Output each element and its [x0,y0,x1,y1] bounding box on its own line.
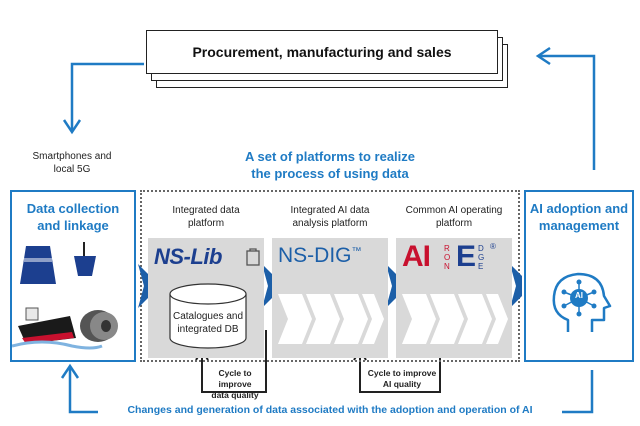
coil-icon [80,310,118,342]
ns-dig-trademark: ™ [351,246,362,257]
cycle-2-label: Cycle to improve AI quality [366,368,438,390]
arrow-top-right-head [535,46,551,66]
cycle-1-line2: data quality [211,390,259,400]
top-box-label: Procurement, manufacturing and sales [192,44,452,60]
left-note: Smartphones and local 5G [14,150,130,176]
cycle-1-line1: Cycle to improve [218,368,252,389]
top-box: Procurement, manufacturing and sales [146,30,498,74]
center-title: A set of platforms to realize the proces… [200,148,460,182]
ai-ronedge-logo: AI RON E DGE ® [402,240,510,276]
platform-3-title-line2: platform [435,218,473,229]
data-collection-title: Data collection and linkage [12,200,134,234]
platform-2-title-line2: analysis platform [292,218,368,229]
ai-ronedge-registered: ® [490,242,496,251]
arrow-bottom-right [562,370,594,414]
chevron-3 [386,264,398,308]
ship-icon [12,307,103,350]
platform-1-panel: NS-Lib Catalogues and integrated DB [148,238,264,358]
ladle-icon [74,242,96,276]
ai-ronedge-ron: RON [444,244,451,271]
center-title-line2: the process of using data [251,166,409,181]
platform-1-title-line2: platform [187,218,225,229]
platform-3-title-line1: Common AI operating [405,205,503,216]
center-title-line1: A set of platforms to realize [245,149,415,164]
ai-adoption-box: AI adoption and management AI [524,190,634,362]
database-label: Catalogues and integrated DB [168,310,248,336]
ns-lib-book-icon [246,248,260,266]
ai-adoption-line1: AI adoption and [529,201,629,216]
arrow-bottom-left-head [60,363,80,379]
converter-icon [20,246,56,284]
arrow-top-left-head [62,119,82,135]
bottom-caption: Changes and generation of data associate… [100,404,560,416]
arrow-bottom-left [68,368,98,414]
ai-ronedge-e: E [456,240,477,273]
platform-2-panel: NS-DIG™ [272,238,388,358]
factory-illustration [12,242,118,350]
cycle-2-line1: Cycle to improve [367,368,437,378]
platform-3-title: Common AI operating platform [396,204,512,230]
ai-ronedge-flow-chevrons [402,294,508,344]
arrow-top-right [540,54,596,170]
ai-ronedge-ai: AI [402,240,431,273]
platform-2-title-line1: Integrated AI data [290,205,370,216]
ns-dig-flow-chevrons [278,294,384,344]
cycle-2-line2: AI quality [382,379,422,389]
cycle-1-label: Cycle to improve data quality [206,368,264,401]
arrow-top-left [70,62,144,130]
top-box-stack: Procurement, manufacturing and sales [146,30,510,88]
database-icon [169,283,247,349]
chevron-4 [510,264,522,308]
ns-dig-logo-text: NS-DIG [278,244,352,267]
data-collection-line2: and linkage [37,218,109,233]
ns-lib-logo-text: NS-Lib [154,244,222,269]
database-label-line2: integrated DB [177,324,239,335]
platform-1-title-line1: Integrated data [172,205,240,216]
chevron-1 [138,264,150,308]
ai-adoption-title: AI adoption and management [526,200,632,234]
left-note-line1: Smartphones and [32,151,112,162]
platform-3-panel: AI RON E DGE ® [396,238,512,358]
platform-2-title: Integrated AI data analysis platform [274,204,386,230]
ai-adoption-line2: management [538,218,620,233]
platform-1-title: Integrated data platform [150,204,262,230]
ai-ronedge-dge: DGE [478,244,485,271]
left-note-line2: local 5G [53,164,91,175]
ns-dig-logo: NS-DIG™ [278,244,362,268]
data-collection-box: Data collection and linkage [10,190,136,362]
ns-lib-logo: NS-Lib [154,244,222,270]
data-collection-line1: Data collection [26,201,120,216]
ai-head-icon [552,272,612,332]
chevron-2 [262,264,274,308]
ai-badge-text: AI [575,291,583,300]
database-label-line1: Catalogues and [172,311,244,322]
